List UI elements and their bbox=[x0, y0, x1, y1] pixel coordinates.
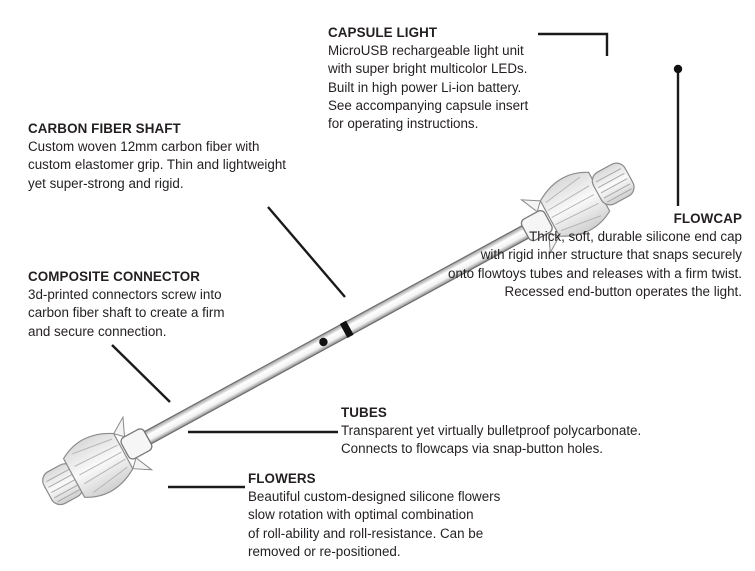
callout-body: Transparent yet virtually bulletproof po… bbox=[341, 423, 642, 457]
leader-capsule-light bbox=[538, 32, 609, 56]
callout-body: MicroUSB rechargeable light unit with su… bbox=[328, 43, 529, 132]
callout-title: TUBES bbox=[341, 405, 387, 420]
callout-capsule-light: CAPSULE LIGHT MicroUSB rechargeable ligh… bbox=[328, 24, 588, 133]
callout-body: Beautiful custom-designed silicone flowe… bbox=[248, 489, 501, 559]
callout-title: CAPSULE LIGHT bbox=[328, 25, 438, 40]
leader-carbon-fiber-shaft bbox=[267, 206, 346, 298]
shaft-leader-dot bbox=[319, 337, 328, 347]
top-flower bbox=[519, 171, 611, 255]
callout-carbon-fiber-shaft: CARBON FIBER SHAFT Custom woven 12mm car… bbox=[28, 120, 328, 193]
callout-body: Thick, soft, durable silicone end cap wi… bbox=[448, 229, 742, 299]
leader-composite-connector bbox=[111, 344, 171, 403]
callout-title: CARBON FIBER SHAFT bbox=[28, 121, 181, 136]
callout-title: FLOWERS bbox=[248, 471, 316, 486]
staff bbox=[42, 162, 635, 506]
top-composite-connector bbox=[520, 210, 553, 242]
flowcap-leader-dot bbox=[673, 64, 683, 74]
callout-title: COMPOSITE CONNECTOR bbox=[28, 269, 201, 284]
leader-lines bbox=[111, 32, 680, 489]
bottom-flower bbox=[62, 415, 154, 498]
shaft-grip-band bbox=[339, 320, 354, 339]
callout-title: FLOWCAP bbox=[673, 211, 742, 226]
callout-composite-connector: COMPOSITE CONNECTOR 3d-printed connector… bbox=[28, 268, 288, 341]
top-flowcap bbox=[591, 162, 635, 206]
callout-body: Custom woven 12mm carbon fiber with cust… bbox=[28, 139, 287, 191]
callout-body: 3d-printed connectors screw into carbon … bbox=[28, 287, 225, 339]
callout-tubes: TUBES Transparent yet virtually bulletpr… bbox=[341, 404, 721, 459]
callout-flowers: FLOWERS Beautiful custom-designed silico… bbox=[248, 470, 548, 561]
callout-flowcap: FLOWCAP Thick, soft, durable silicone en… bbox=[322, 210, 742, 301]
